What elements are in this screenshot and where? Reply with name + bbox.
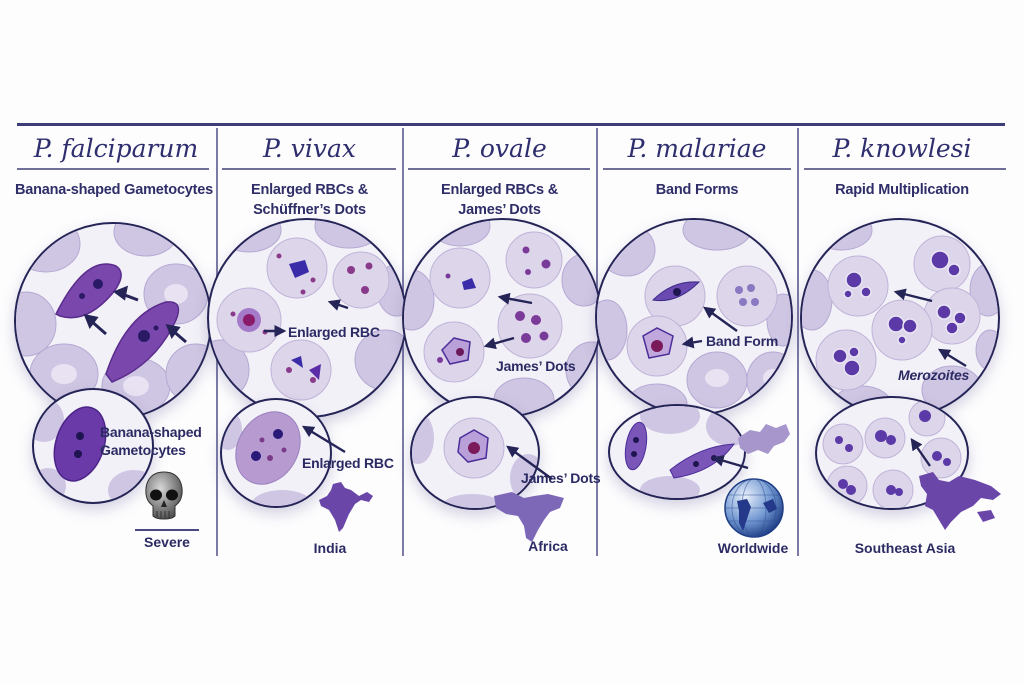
vivax-callout-enlarged-rbc: Enlarged RBC: [288, 324, 380, 340]
malariae-callout-band-form: Band Form: [706, 333, 779, 349]
ovale-large-magnifier: [402, 218, 602, 418]
malariae-large-magnifier: [595, 218, 793, 416]
skull-icon: [143, 470, 185, 522]
title-underline: [408, 168, 590, 170]
title-underline: [222, 168, 396, 170]
india-map-icon: [315, 480, 375, 535]
subtitle-line: Schüffner’s Dots: [253, 202, 366, 218]
blood-smear-illustration: [404, 220, 600, 416]
blood-smear-illustration: [597, 220, 791, 414]
subtitle-line: Enlarged RBCs &: [250, 182, 369, 198]
vivax-large-magnifier: [207, 218, 407, 418]
vivax-callout-small: Enlarged RBC: [302, 455, 394, 471]
southeast-asia-map-icon: [915, 466, 1005, 532]
knowlesi-large-magnifier: [800, 218, 1000, 418]
malariae-small-magnifier: [608, 404, 746, 500]
globe-icon: [723, 477, 785, 539]
africa-map-icon: [488, 490, 568, 546]
subtitle-vivax: Enlarged RBCs & Schüffner’s Dots: [217, 180, 402, 220]
top-rule: [17, 123, 1005, 126]
title-p-knowlesi: P. knowlesi: [832, 134, 972, 163]
severe-rule: [135, 529, 199, 531]
subtitle-malariae: Band Forms: [597, 180, 797, 200]
title-underline: [804, 168, 1006, 170]
region-label-worldwide: Worldwide: [717, 540, 789, 556]
title-p-vivax: P. vivax: [263, 134, 356, 163]
subtitle-knowlesi: Rapid Multiplication: [798, 180, 1006, 200]
subtitle-ovale: Enlarged RBCs & James’ Dots: [403, 180, 596, 220]
falciparum-small-magnifier: [32, 388, 154, 504]
column-divider: [797, 128, 799, 556]
falciparum-callout-label: Banana-shaped Gametocytes: [100, 423, 202, 459]
subtitle-line: Band Forms: [655, 182, 739, 198]
blood-smear-illustration: [802, 220, 998, 416]
region-label-india: India: [313, 540, 347, 556]
gametocyte-illustration: [34, 398, 152, 502]
callout-line: Banana-shaped: [100, 424, 202, 440]
blood-smear-illustration: [209, 220, 405, 401]
title-p-falciparum: P. falciparum: [33, 134, 199, 163]
ovale-callout-small: James’ Dots: [521, 470, 601, 486]
title-p-ovale: P. ovale: [452, 134, 547, 163]
subtitle-line: Banana-shaped Gametocytes: [14, 182, 214, 198]
title-underline: [603, 168, 791, 170]
ovale-callout-james-dots: James’ Dots: [496, 358, 576, 374]
title-underline: [17, 168, 209, 170]
merozoite-cluster-illustration: [822, 399, 962, 508]
world-region-silhouette: [736, 420, 792, 464]
subtitle-line: James’ Dots: [458, 202, 541, 218]
region-label-africa: Africa: [528, 538, 568, 554]
band-form-illustration: [624, 406, 744, 498]
callout-line: Gametocytes: [100, 442, 186, 458]
title-p-malariae: P. malariae: [627, 134, 767, 163]
severity-label: Severe: [144, 534, 190, 550]
blood-smear-illustration: [16, 224, 210, 415]
subtitle-line: Enlarged RBCs &: [440, 182, 559, 198]
subtitle-falciparum: Banana-shaped Gametocytes: [14, 180, 214, 200]
enlarged-rbc-illustration: [222, 410, 312, 506]
subtitle-line: Rapid Multiplication: [835, 182, 969, 198]
region-label-southeast-asia: Southeast Asia: [854, 540, 956, 556]
knowlesi-callout-merozoites: Merozoites: [898, 367, 970, 383]
